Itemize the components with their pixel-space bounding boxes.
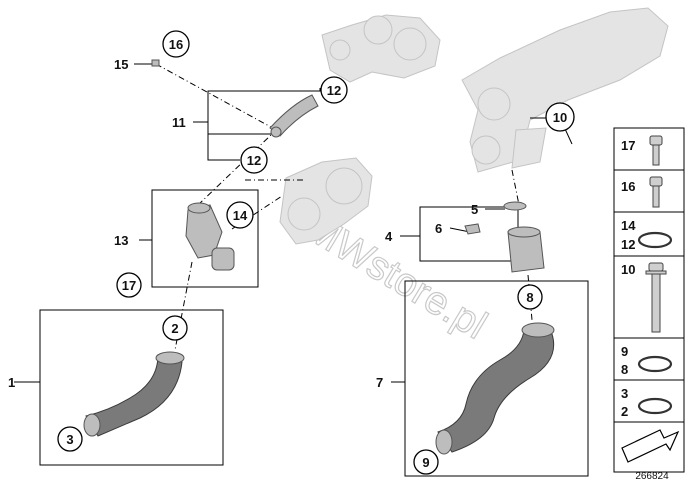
circled-label-3: 3 [57,426,83,452]
turbocharger-upper-ghost [321,14,441,83]
label-15: 15 [114,57,128,72]
legend-number-17: 17 [621,138,635,153]
o-ring-icon [637,231,673,249]
legend-number-16: 16 [621,179,635,194]
connector-part [185,202,235,271]
svg-text:17: 17 [122,278,136,293]
bolt-long-icon [649,135,663,166]
circled-label-16: 16 [162,30,190,58]
circled-label-10: 10 [545,102,575,132]
svg-text:12: 12 [247,153,261,168]
legend-number-12: 12 [621,237,635,252]
frame-inlet-hose [39,309,224,466]
label-11: 11 [172,115,186,130]
svg-text:16: 16 [169,37,183,52]
frame-outlet-hose [404,280,589,477]
svg-text:12: 12 [327,83,341,98]
outlet-hose-part [435,322,555,455]
svg-text:9: 9 [422,455,429,470]
label-7: 7 [376,375,383,390]
o-ring-icon [637,397,673,415]
circled-label-12-lower: 12 [240,146,268,174]
arrow-icon [621,429,680,463]
flange-bolt-icon [645,262,667,333]
circled-label-14: 14 [226,201,254,229]
bolt-short-icon [649,176,663,208]
svg-text:2: 2 [171,321,178,336]
pipe-seal-part [270,126,282,138]
circled-label-9: 9 [413,449,439,475]
label-5: 5 [471,202,478,217]
svg-text:10: 10 [553,110,567,125]
leader-lines [14,63,573,383]
legend-number-2: 2 [621,404,628,419]
svg-text:14: 14 [233,208,248,223]
legend-number-14: 14 [621,218,636,233]
intake-manifold-ghost [461,7,669,173]
label-13: 13 [114,233,128,248]
frame-connector [151,189,259,288]
circled-label-12-upper: 12 [320,76,348,104]
legend-number-10: 10 [621,262,635,277]
legend-number-3: 3 [621,386,628,401]
circled-label-2: 2 [162,315,188,341]
svg-text:8: 8 [526,290,533,305]
sensor-part [464,201,545,273]
legend-number-9: 9 [621,344,628,359]
inlet-hose-part [83,351,185,437]
legend-number-8: 8 [621,362,628,377]
small-pipe-part [269,94,319,137]
diagram-number: 266824 [635,471,669,482]
o-ring-icon [637,355,673,373]
circled-label-17: 17 [116,272,142,298]
svg-text:3: 3 [66,432,73,447]
circled-label-8: 8 [517,284,543,310]
bolt-16-part [151,59,160,67]
label-6: 6 [435,221,442,236]
parts-legend: 17 16 14 12 10 9 8 3 2 [613,127,685,473]
label-4: 4 [385,229,393,244]
label-1: 1 [8,375,15,390]
